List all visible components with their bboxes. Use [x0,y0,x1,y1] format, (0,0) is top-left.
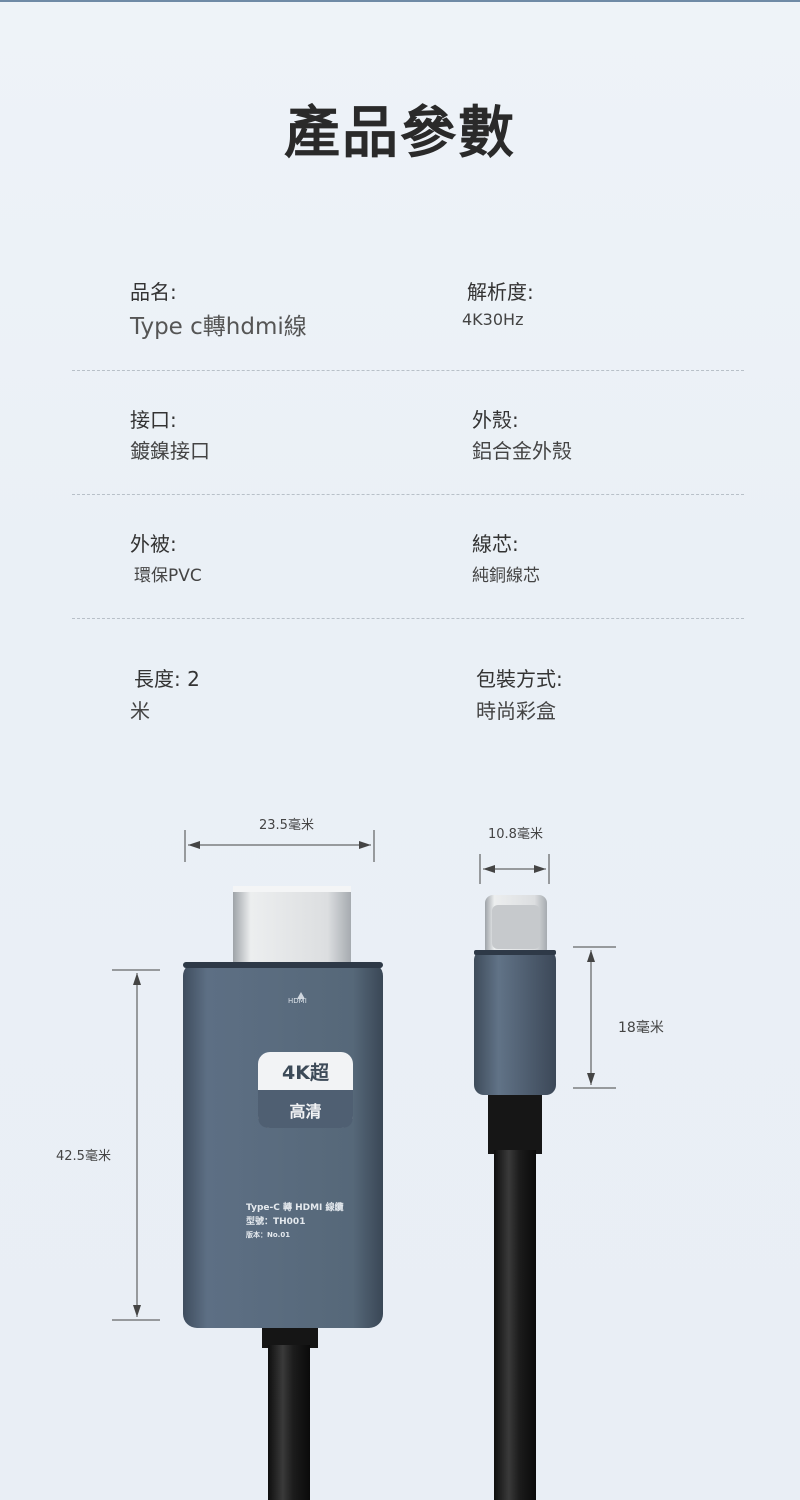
spec-core-label: 線芯: [472,532,519,556]
divider [72,494,744,495]
hdmi-cable [262,1318,318,1500]
hdmi-port-label: HDMI [288,997,307,1005]
typec-plug [485,895,547,957]
spec-package-label: 包裝方式: [476,667,563,691]
spec-core-value: 純銅線芯 [472,566,540,586]
badge-top-text: 4K超 [282,1062,329,1084]
hdmi-height-dimension [112,969,160,1321]
spec-name-value: Type c轉hdmi線 [130,314,307,340]
hdmi-plug [233,886,351,976]
spec-shell-label: 外殼: [472,408,519,432]
typec-housing [474,950,556,1095]
hdmi-housing [183,962,383,1328]
hdmi-width-label: 23.5毫米 [259,818,314,833]
badge-bottom-text: 高清 [289,1102,322,1121]
hdmi-height-label: 42.5毫米 [56,1149,111,1164]
spec-length-label: 長度: 2 [134,667,200,691]
hdmi-width-dimension [184,830,375,862]
spec-interface-value: 鍍鎳接口 [130,439,210,463]
top-border [0,0,800,2]
spec-length-value: 米 [130,699,150,723]
spec-jacket-label: 外被: [130,532,177,556]
product-line3: 版本：No.01 [246,1231,291,1239]
divider [72,618,744,619]
product-line2: 型號：TH001 [246,1217,306,1227]
typec-width-label: 10.8毫米 [488,827,543,842]
spec-shell-value: 鋁合金外殼 [472,439,572,463]
page-title: 產品參數 [284,101,516,166]
spec-resolution-value: 4K30Hz [462,310,524,329]
typec-cable [488,1092,542,1500]
spec-resolution-label: 解析度: [467,280,534,304]
typec-height-label: 18毫米 [618,1020,664,1036]
divider [72,370,744,371]
typec-width-dimension [479,854,550,884]
spec-interface-label: 接口: [130,408,177,432]
spec-name-label: 品名: [130,280,177,304]
spec-package-value: 時尚彩盒 [476,699,556,723]
typec-height-dimension [573,946,616,1089]
spec-jacket-value: 環保PVC [134,566,202,586]
product-line1: Type-C 轉 HDMI 線纜 [246,1203,344,1213]
